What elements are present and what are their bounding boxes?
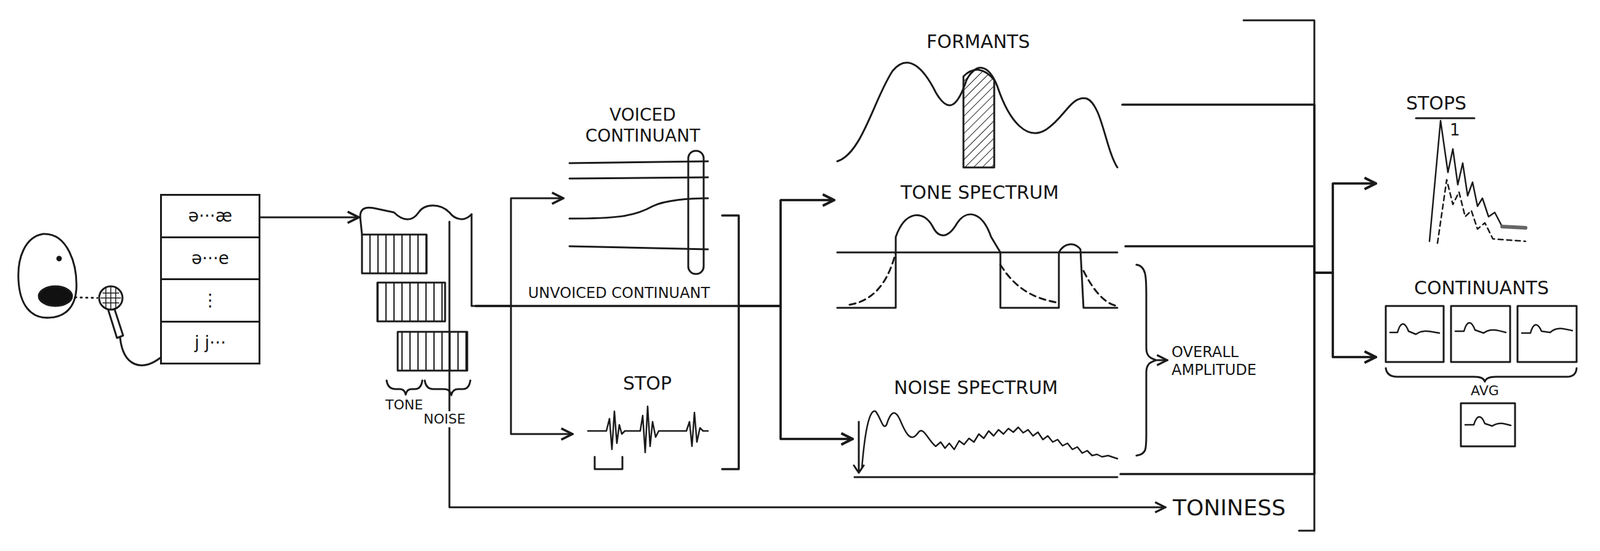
connector <box>1120 272 1376 475</box>
sound-dots <box>75 297 98 298</box>
connector <box>1120 183 1376 475</box>
formant-track <box>569 177 708 179</box>
table-cell: j j··· <box>161 322 259 364</box>
connector <box>475 305 573 435</box>
baseline <box>854 476 1118 479</box>
noise-spectrum: NOISE SPECTRUM <box>852 375 1121 484</box>
frame <box>361 234 427 274</box>
avg-bracket <box>1385 368 1577 382</box>
continuant-frame <box>1517 305 1577 362</box>
band-label: TONE <box>385 397 423 414</box>
edge-label: UNVOICED CONTINUANT <box>526 284 712 303</box>
peak-line <box>1415 117 1475 120</box>
frame-line <box>471 214 476 306</box>
table-cell: ⋮ <box>161 280 259 323</box>
continuant-wave <box>1455 322 1506 334</box>
tone-brace <box>386 380 423 395</box>
amplitude-arrow <box>1157 359 1168 362</box>
noise-spectrum <box>861 411 1118 468</box>
toniness-label: TONINESS <box>1172 494 1286 521</box>
average-frame <box>1460 403 1516 447</box>
continuant-wave <box>1390 323 1440 335</box>
threshold-line <box>837 251 1118 254</box>
frame <box>377 282 446 322</box>
connector <box>1122 104 1376 358</box>
node-title: FORMANTS <box>834 30 1123 53</box>
amplitude-label: OVERALL AMPLITUDE <box>1171 343 1280 380</box>
microphone-handle <box>108 309 124 338</box>
avg-label: AVG <box>1470 382 1500 399</box>
node-title: STOPS <box>1406 92 1467 115</box>
connector <box>260 216 359 219</box>
connector <box>1125 246 1376 358</box>
node-title: CONTINUANTS <box>1375 277 1588 300</box>
microphone-mesh <box>100 286 121 310</box>
table-cell: ə···æ <box>161 195 259 239</box>
eye <box>57 256 61 261</box>
waveform <box>360 205 472 220</box>
frame <box>397 331 468 371</box>
stop-waveform <box>587 406 708 453</box>
feature-bracket <box>1243 20 1315 531</box>
microphone-head <box>99 286 123 310</box>
tone-spectrum-dashed <box>849 252 1118 306</box>
noise-brace <box>424 380 471 396</box>
formant-curve <box>837 62 1118 168</box>
formant-track <box>569 198 708 219</box>
amplitude-brace <box>1136 264 1157 456</box>
table-cell: ə···e <box>161 238 259 281</box>
band-label: NOISE <box>421 411 468 428</box>
stops-feature: STOPS <box>1375 92 1540 250</box>
frame-stack: TONENOISE <box>358 203 476 431</box>
formant-band <box>963 69 995 168</box>
frame-line <box>360 216 362 235</box>
formant-track <box>569 246 708 250</box>
connector <box>722 305 853 470</box>
tone-spectrum <box>837 214 1118 308</box>
tone-spectrum: TONE SPECTRUM <box>834 181 1126 311</box>
formant-track <box>569 161 708 164</box>
node-title: TONE SPECTRUM <box>834 181 1126 204</box>
connector <box>475 305 853 439</box>
stop-bracket <box>594 456 623 470</box>
stop-envelope-dashed <box>1437 179 1526 244</box>
connector <box>1125 183 1376 273</box>
formants: FORMANTS <box>834 30 1123 170</box>
stop: STOP <box>572 372 723 478</box>
continuants-feature: CONTINUANTS <box>1375 277 1588 367</box>
stop-envelope-tail <box>1502 226 1526 228</box>
frame-window <box>688 150 704 274</box>
connector <box>722 215 853 439</box>
connector <box>1122 104 1376 273</box>
average-wave <box>1465 416 1511 427</box>
callout-number: 1 <box>1449 120 1461 140</box>
continuant-frame <box>1385 305 1444 362</box>
phoneme-table: ə···æə···e⋮j j··· <box>160 193 261 365</box>
continuant-wave <box>1521 324 1573 334</box>
node-title: STOP <box>572 372 723 395</box>
voiced-continuant: VOICED CONTINUANT <box>563 104 723 281</box>
node-title: VOICED CONTINUANT <box>563 104 723 146</box>
node-title: NOISE SPECTRUM <box>893 376 1058 399</box>
head <box>18 233 77 318</box>
mouth <box>38 286 73 306</box>
continuant-frame <box>1451 305 1511 362</box>
microphone-cable <box>120 337 162 366</box>
